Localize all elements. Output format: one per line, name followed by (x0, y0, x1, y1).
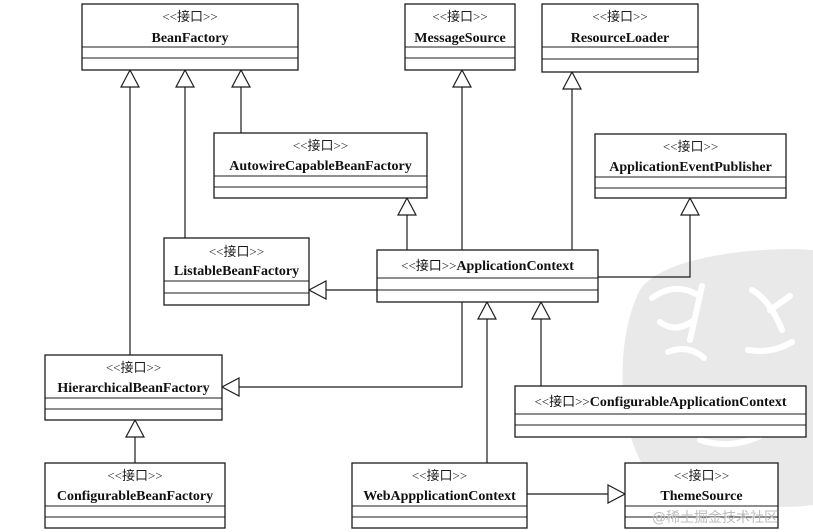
interface-name: ThemeSource (660, 489, 742, 504)
interface-name: MessageSource (414, 31, 506, 46)
edge-application-context-to-message-source (452, 68, 472, 250)
class-box-web-application-context: <<接口>> WebAppplicationContext (351, 462, 528, 529)
stereotype-label: <<接口>> (432, 9, 487, 24)
class-box-outline (81, 3, 299, 71)
inheritance-arrowhead (397, 196, 417, 216)
inheritance-line (598, 215, 691, 278)
stereotype-label: <<接口>> (162, 9, 217, 24)
edge-configurable-application-context-to-application-context (531, 300, 551, 386)
interface-name: ConfigurableApplicationContext (590, 395, 787, 410)
interface-name: BeanFactory (152, 31, 229, 46)
class-box-configurable-bean-factory: <<接口>> ConfigurableBeanFactory (44, 462, 226, 529)
edge-application-context-to-resource-loader (562, 70, 582, 250)
inheritance-arrowhead (120, 68, 140, 88)
seal-shape (622, 249, 813, 507)
interface-name: ListableBeanFactory (174, 264, 299, 279)
inheritance-arrowhead (125, 418, 145, 438)
interface-name: ConfigurableBeanFactory (57, 489, 213, 504)
class-box-configurable-application-context: <<接口>>ConfigurableApplicationContext (514, 385, 807, 438)
edge-configurable-bean-factory-to-hierarchical (125, 418, 145, 463)
stereotype-label: <<接口>> (107, 468, 162, 483)
inheritance-arrowhead (680, 196, 700, 216)
class-box-outline (163, 237, 310, 306)
interface-name: ResourceLoader (571, 31, 670, 46)
inheritance-arrowhead (231, 68, 251, 88)
inheritance-arrowhead (531, 300, 551, 320)
inheritance-arrowhead (477, 300, 497, 320)
class-box-outline (541, 3, 699, 73)
edge-application-context-to-event-publisher (598, 196, 700, 278)
interface-name: ApplicationEventPublisher (609, 160, 772, 175)
interface-name: AutowireCapableBeanFactory (229, 159, 412, 174)
stereotype-label: <<接口>> (106, 360, 161, 375)
class-box-autowire-capable-bean-factory: <<接口>> AutowireCapableBeanFactory (213, 132, 428, 199)
class-box-bean-factory: <<接口>> BeanFactory (81, 3, 299, 71)
edge-web-application-context-to-theme-source (527, 484, 627, 504)
class-box-hierarchical-bean-factory: <<接口>> HierarchicalBeanFactory (44, 354, 223, 421)
stereotype-label: <<接口>> (401, 258, 456, 273)
stereotype-label: <<接口>> (674, 468, 729, 483)
stereotype-label: <<接口>> (412, 468, 467, 483)
interface-name: HierarchicalBeanFactory (57, 381, 209, 396)
interface-title: <<接口>>ConfigurableApplicationContext (534, 394, 786, 410)
stereotype-label: <<接口>> (209, 244, 264, 259)
stereotype-label: <<接口>> (592, 9, 647, 24)
class-box-outline (404, 3, 516, 71)
class-box-application-event-publisher: <<接口>> ApplicationEventPublisher (594, 133, 787, 199)
inheritance-arrowhead (175, 68, 195, 88)
class-box-theme-source: <<接口>> ThemeSource (624, 462, 779, 529)
class-box-outline (376, 249, 599, 303)
class-box-outline (594, 133, 787, 199)
inheritance-arrowhead (562, 70, 582, 90)
class-box-listable-bean-factory: <<接口>> ListableBeanFactory (163, 237, 310, 306)
stereotype-label: <<接口>> (293, 138, 348, 153)
seal-brush-stroke (649, 283, 707, 361)
inheritance-arrowhead (307, 280, 327, 300)
seal-watermark (622, 249, 813, 507)
inheritance-arrowhead (220, 377, 240, 397)
edge-application-context-to-hierarchical (220, 302, 463, 397)
edge-autowire-to-bean-factory (231, 68, 251, 133)
edge-application-context-to-listable (307, 280, 377, 300)
inheritance-arrowhead (607, 484, 627, 504)
inheritance-arrowhead (452, 68, 472, 88)
edge-listable-to-bean-factory (175, 68, 195, 238)
edge-hierarchical-to-bean-factory (120, 68, 140, 355)
stereotype-label: <<接口>> (534, 394, 589, 409)
class-box-outline (514, 385, 807, 438)
seal-brush-stroke (697, 287, 795, 448)
class-box-message-source: <<接口>> MessageSource (404, 3, 516, 71)
class-box-resource-loader: <<接口>> ResourceLoader (541, 3, 699, 73)
stereotype-label: <<接口>> (663, 139, 718, 154)
inheritance-line (239, 302, 463, 388)
watermark-text: @稀土掘金技术社区 (652, 510, 778, 526)
edge-application-context-to-autowire (397, 196, 417, 250)
edge-web-application-context-to-application-context (477, 300, 497, 463)
interface-title: <<接口>>ApplicationContext (401, 258, 574, 274)
interface-name: ApplicationContext (456, 259, 574, 274)
class-box-application-context: <<接口>>ApplicationContext (376, 249, 599, 303)
interface-name: WebAppplicationContext (363, 489, 516, 504)
